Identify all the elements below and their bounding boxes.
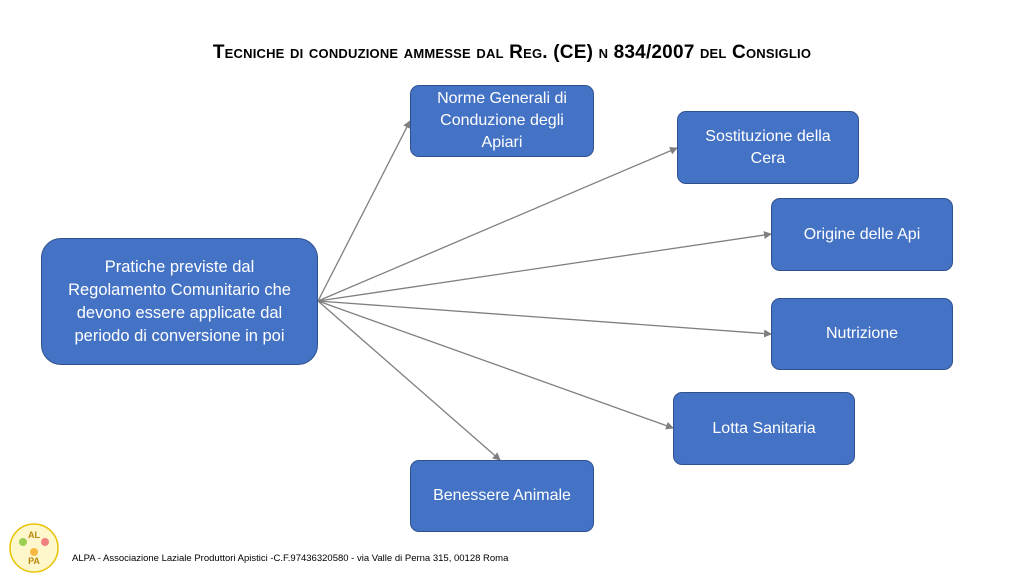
svg-text:AL: AL <box>28 530 40 540</box>
source-node: Pratiche previste dal Regolamento Comuni… <box>41 238 318 365</box>
arrow-to-nutrizione <box>317 300 772 338</box>
node-nutrizione: Nutrizione <box>771 298 953 370</box>
arrow-to-sostituzione <box>317 147 678 302</box>
arrow-to-benessere <box>317 300 501 461</box>
svg-text:PA: PA <box>28 556 40 566</box>
node-origine-api: Origine delle Api <box>771 198 953 271</box>
node-norme-generali: Norme Generali di Conduzione degli Apiar… <box>410 85 594 157</box>
arrow-to-norme <box>317 120 411 302</box>
arrow-to-lotta <box>317 300 674 430</box>
page-title: Tecniche di conduzione ammesse dal Reg. … <box>212 42 812 63</box>
node-benessere-animale: Benessere Animale <box>410 460 594 532</box>
node-lotta-sanitaria: Lotta Sanitaria <box>673 392 855 465</box>
node-sostituzione-cera: Sostituzione della Cera <box>677 111 859 184</box>
arrow-to-origine <box>317 231 772 302</box>
alpa-logo: AL PA <box>9 523 59 573</box>
footer-text: ALPA - Associazione Laziale Produttori A… <box>72 553 509 564</box>
